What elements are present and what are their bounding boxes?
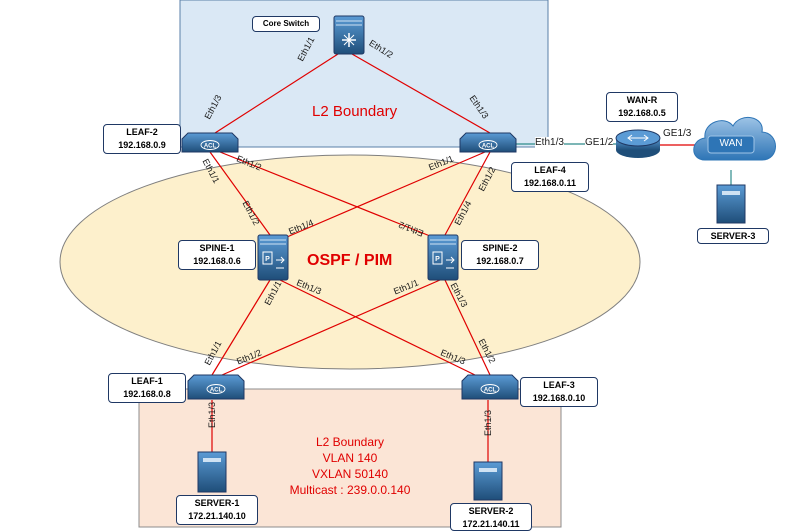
link-leaf2-spine1 [209,151,271,236]
leaf2-label: LEAF-2 192.168.0.9 [103,124,181,154]
leaf2-ip: 192.168.0.9 [118,140,166,150]
ospf-pim-label: OSPF / PIM [307,252,393,269]
core-switch-icon[interactable] [333,15,365,55]
port-leaf3-eth13-down: Eth1/3 [483,409,494,437]
leaf1-acl-switch-icon[interactable]: ACL [187,374,245,400]
bottom-boundary-line-1: L2 Boundary [315,435,385,449]
server2-icon[interactable] [473,461,503,501]
wanr-label: WAN-R 192.168.0.5 [606,92,678,122]
server3-label: SERVER-3 [697,228,769,244]
cloud-icon [693,117,776,161]
link-core-leaf4 [351,53,491,134]
leaf4-name: LEAF-4 [534,165,566,175]
port-leaf4-eth13-wan: Eth1/3 [535,137,564,148]
link-spine1-leaf3 [279,279,476,376]
leaf1-label: LEAF-1 192.168.0.8 [108,373,186,403]
bottom-boundary-text: L2 Boundary VLAN 140 VXLAN 50140 Multica… [240,434,460,498]
server1-ip: 172.21.140.10 [188,511,246,521]
spine1-ip: 192.168.0.6 [193,256,241,266]
spine2-switch-icon[interactable]: P [427,234,459,281]
leaf2-acl-switch-icon[interactable]: ACL [181,132,239,153]
bottom-boundary-line-2: VLAN 140 [322,451,378,465]
link-spine1-leaf1 [211,279,271,376]
link-spine2-leaf1 [221,279,441,376]
wanr-name: WAN-R [626,95,658,105]
svg-text:ACL: ACL [482,144,495,150]
bottom-boundary-line-3: VXLAN 50140 [311,467,389,481]
leaf3-label: LEAF-3 192.168.0.10 [520,377,598,407]
link-leaf2-spine2 [219,151,441,241]
svg-text:P: P [435,256,440,263]
server2-ip: 172.21.140.11 [462,519,520,529]
server1-label: SERVER-1 172.21.140.10 [176,495,258,525]
port-wanr-ge13: GE1/3 [663,128,692,139]
server3-name: SERVER-3 [710,231,756,241]
leaf3-ip: 192.168.0.10 [532,393,586,403]
link-spine2-leaf3 [444,279,491,376]
leaf4-label: LEAF-4 192.168.0.11 [511,162,589,192]
port-leaf1-eth13-down: Eth1/3 [207,401,218,429]
ospf-pim-region [59,154,641,370]
svg-text:ACL: ACL [204,144,217,150]
server1-icon[interactable] [197,451,227,493]
bottom-boundary-line-4: Multicast : 239.0.0.140 [289,483,411,497]
link-core-leaf2 [214,53,339,134]
leaf4-acl-switch-icon[interactable]: ACL [459,132,517,153]
wanr-ip: 192.168.0.5 [618,108,666,118]
spine2-label: SPINE-2 192.168.0.7 [461,240,539,270]
top-boundary-label: L2 Boundary [312,103,398,120]
server2-name: SERVER-2 [468,506,514,516]
server2-label: SERVER-2 172.21.140.11 [450,503,532,531]
svg-text:P: P [265,256,270,263]
core-switch-label: Core Switch [252,16,320,32]
router-icon[interactable] [615,129,661,158]
server3-icon[interactable] [716,184,746,224]
link-leaf4-spine2 [444,151,491,236]
spine1-name: SPINE-1 [199,243,235,253]
wan-cloud-label: WAN [719,138,743,149]
core-switch-name: Core Switch [262,19,310,28]
leaf4-ip: 192.168.0.11 [523,178,577,188]
svg-text:ACL: ACL [210,388,223,394]
port-wanr-ge12: GE1/2 [585,137,614,148]
leaf3-name: LEAF-3 [543,380,575,390]
leaf3-acl-switch-icon[interactable]: ACL [461,374,519,400]
server1-name: SERVER-1 [194,498,240,508]
spine2-ip: 192.168.0.7 [476,256,524,266]
spine2-name: SPINE-2 [482,243,518,253]
link-leaf4-spine1 [279,151,486,241]
svg-text:ACL: ACL [484,388,497,394]
leaf1-ip: 192.168.0.8 [123,389,171,399]
leaf2-name: LEAF-2 [126,127,158,137]
spine1-label: SPINE-1 192.168.0.6 [178,240,256,270]
leaf1-name: LEAF-1 [131,376,163,386]
spine1-switch-icon[interactable]: P [257,234,289,281]
